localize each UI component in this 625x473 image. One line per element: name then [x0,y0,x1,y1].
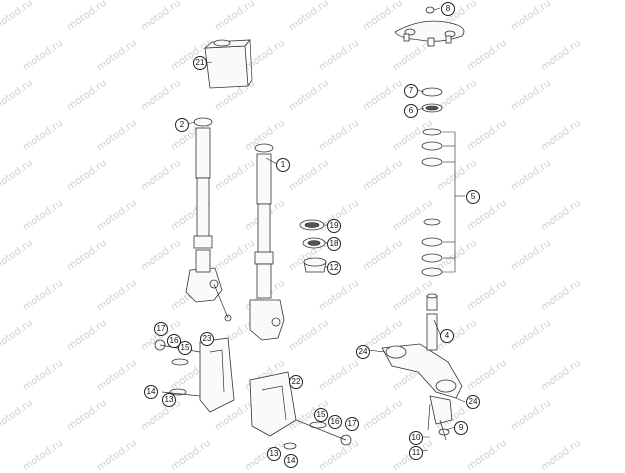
callout-14-left: 14 [144,385,158,399]
callout-11: 11 [409,446,423,460]
callout-9: 9 [454,421,468,435]
callout-14-right: 14 [284,454,298,468]
callout-23: 23 [200,332,214,346]
bottom-triple-clamp [381,313,463,441]
callout-2: 2 [175,118,189,132]
reservoir [203,39,253,89]
right-fork-leg [249,143,285,341]
callout-8: 8 [441,2,455,16]
steering-bearing-stack [421,87,465,311]
fork-seal-set [299,219,327,273]
callout-10: 10 [409,431,423,445]
callout-4: 4 [440,329,454,343]
callout-1: 1 [276,158,290,172]
left-fork-leg [185,117,232,322]
callout-13-left: 13 [162,393,176,407]
callout-5: 5 [466,190,480,204]
callout-24-top: 24 [356,345,370,359]
callout-15-right: 15 [314,408,328,422]
callout-22: 22 [289,375,303,389]
callout-12: 12 [327,261,341,275]
callout-16-right: 16 [328,415,342,429]
callout-17-right: 17 [345,417,359,431]
callout-24-bottom: 24 [466,395,480,409]
callout-7: 7 [404,84,418,98]
callout-6: 6 [404,104,418,118]
callout-17-left: 17 [154,322,168,336]
callout-19: 19 [327,219,341,233]
right-fork-guard [249,371,352,450]
top-triple-clamp [394,6,465,47]
callout-21: 21 [193,56,207,70]
callout-18: 18 [327,237,341,251]
left-fork-guard [154,337,235,413]
callout-15-left: 15 [178,341,192,355]
callout-13-right: 13 [267,447,281,461]
